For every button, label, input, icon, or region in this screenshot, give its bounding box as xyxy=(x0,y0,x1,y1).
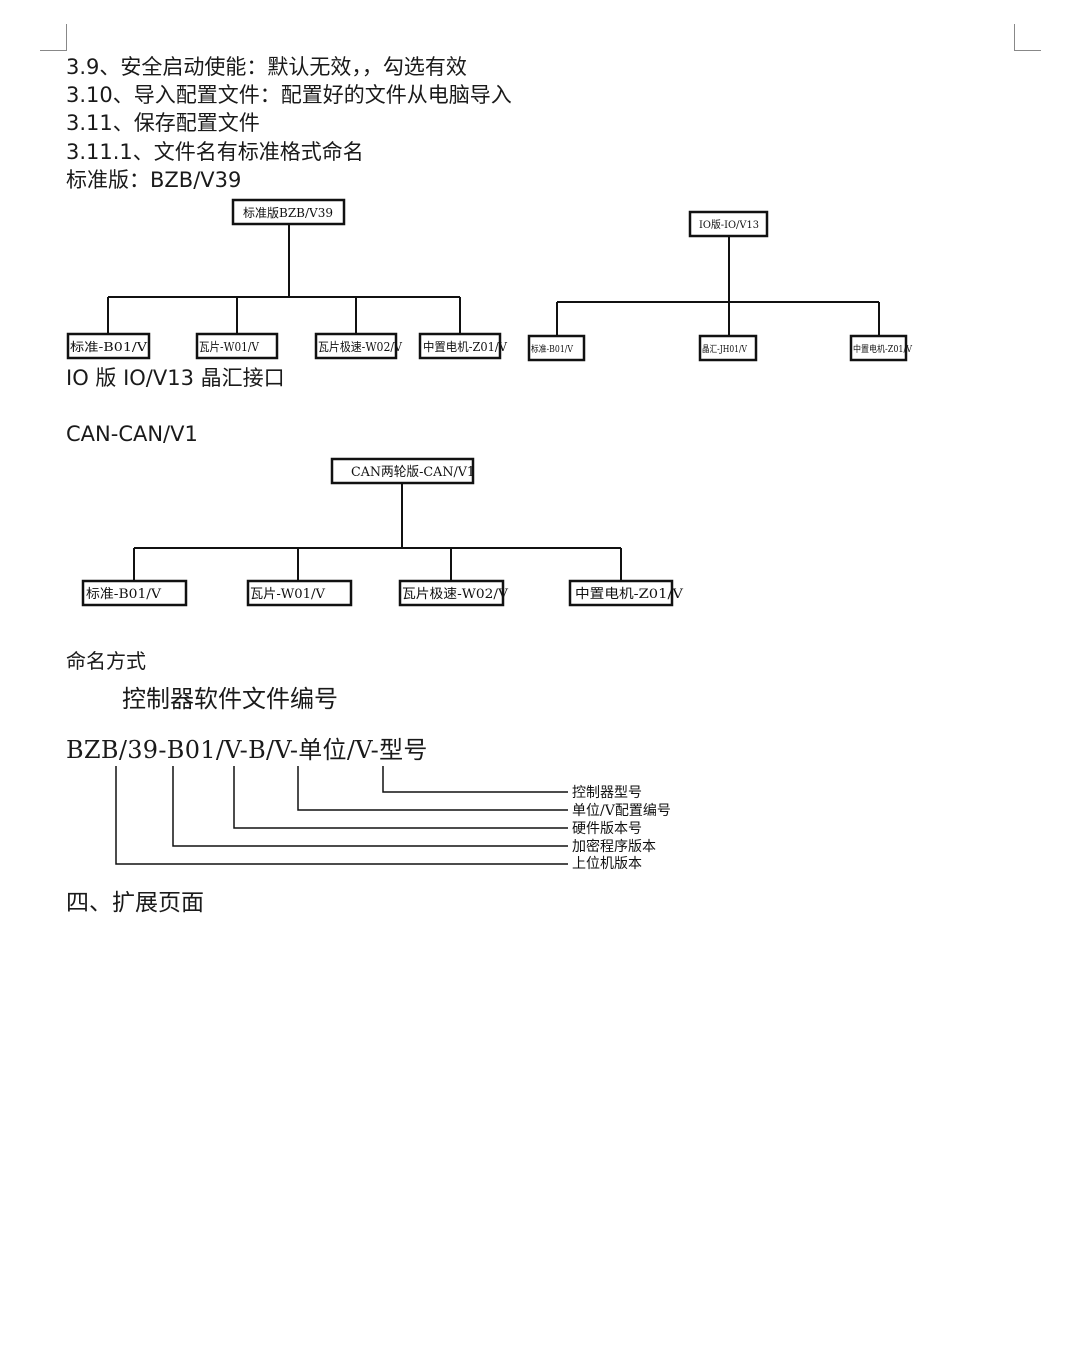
naming-label-hardware: 硬件版本号 xyxy=(572,821,642,837)
line-3-11: 3.11、保存配置文件 xyxy=(66,111,260,135)
tree-standard-root: 标准版BZB/V39 xyxy=(243,206,333,220)
page-corner-mark-right xyxy=(1014,24,1041,51)
tree-can-root: CAN两轮版-CAN/V1 xyxy=(351,465,475,480)
tree-standard-child-box-1 xyxy=(66,332,151,360)
naming-code: BZB/39-B01/V-B/V-单位/V-型号 xyxy=(66,736,428,764)
tree-io-child-3: 中置电机-Z01/V xyxy=(853,343,912,355)
page-corner-mark-left xyxy=(40,24,67,51)
tree-standard xyxy=(66,198,502,360)
tree-can-child-box-3 xyxy=(398,579,505,607)
line-io-version: IO 版 IO/V13 晶汇接口 xyxy=(66,366,285,390)
line-naming-method: 命名方式 xyxy=(66,649,146,673)
tree-standard-child-box-4 xyxy=(418,332,502,360)
naming-title: 控制器软件文件编号 xyxy=(122,685,338,713)
line-3-9: 3.9、安全启动使能：默认无效，，勾选有效 xyxy=(66,55,467,79)
tree-io-child-box-3 xyxy=(849,334,908,362)
tree-can-child-1: 标准-B01/V xyxy=(86,587,162,602)
tree-standard-child-2: 瓦片-W01/V xyxy=(199,340,259,354)
naming-label-encryption: 加密程序版本 xyxy=(572,838,656,855)
tree-standard-child-box-3 xyxy=(314,332,398,360)
tree-standard-child-3: 瓦片极速-W02/V xyxy=(318,340,402,354)
tree-io-child-box-1 xyxy=(527,334,586,362)
naming-leader-lines xyxy=(115,766,568,865)
tree-can-child-box-2 xyxy=(246,579,353,607)
section-four-heading: 四、扩展页面 xyxy=(66,890,204,916)
tree-standard-child-1: 标准-B01/V xyxy=(70,340,147,354)
line-can-version: CAN-CAN/V1 xyxy=(66,422,198,446)
tree-io-child-1: 标准-B01/V xyxy=(531,343,573,355)
line-standard-version: 标准版：BZB/V39 xyxy=(66,168,242,192)
tree-can xyxy=(81,457,674,607)
tree-can-child-3: 瓦片极速-W02/V xyxy=(402,587,509,602)
tree-standard-child-box-2 xyxy=(195,332,279,360)
tree-io xyxy=(527,210,908,362)
tree-io-root: IO版-IO/V13 xyxy=(699,218,759,231)
naming-label-model: 控制器型号 xyxy=(572,785,642,801)
tree-can-child-box-1 xyxy=(81,579,188,607)
tree-can-child-box-4 xyxy=(568,579,674,607)
naming-label-host: 上位机版本 xyxy=(572,856,642,872)
line-3-11-1: 3.11.1、文件名有标准格式命名 xyxy=(66,140,364,164)
line-3-10: 3.10、导入配置文件：配置好的文件从电脑导入 xyxy=(66,83,512,107)
tree-can-child-2: 瓦片-W01/V xyxy=(250,587,326,602)
tree-io-child-box-2 xyxy=(698,334,758,362)
tree-standard-child-4: 中置电机-Z01/V xyxy=(423,339,507,354)
tree-io-child-2: 晶汇-JH01/V xyxy=(702,344,747,355)
tree-can-child-4: 中置电机-Z01/V xyxy=(575,587,684,602)
naming-label-unit-config: 单位/V配置编号 xyxy=(572,803,671,819)
